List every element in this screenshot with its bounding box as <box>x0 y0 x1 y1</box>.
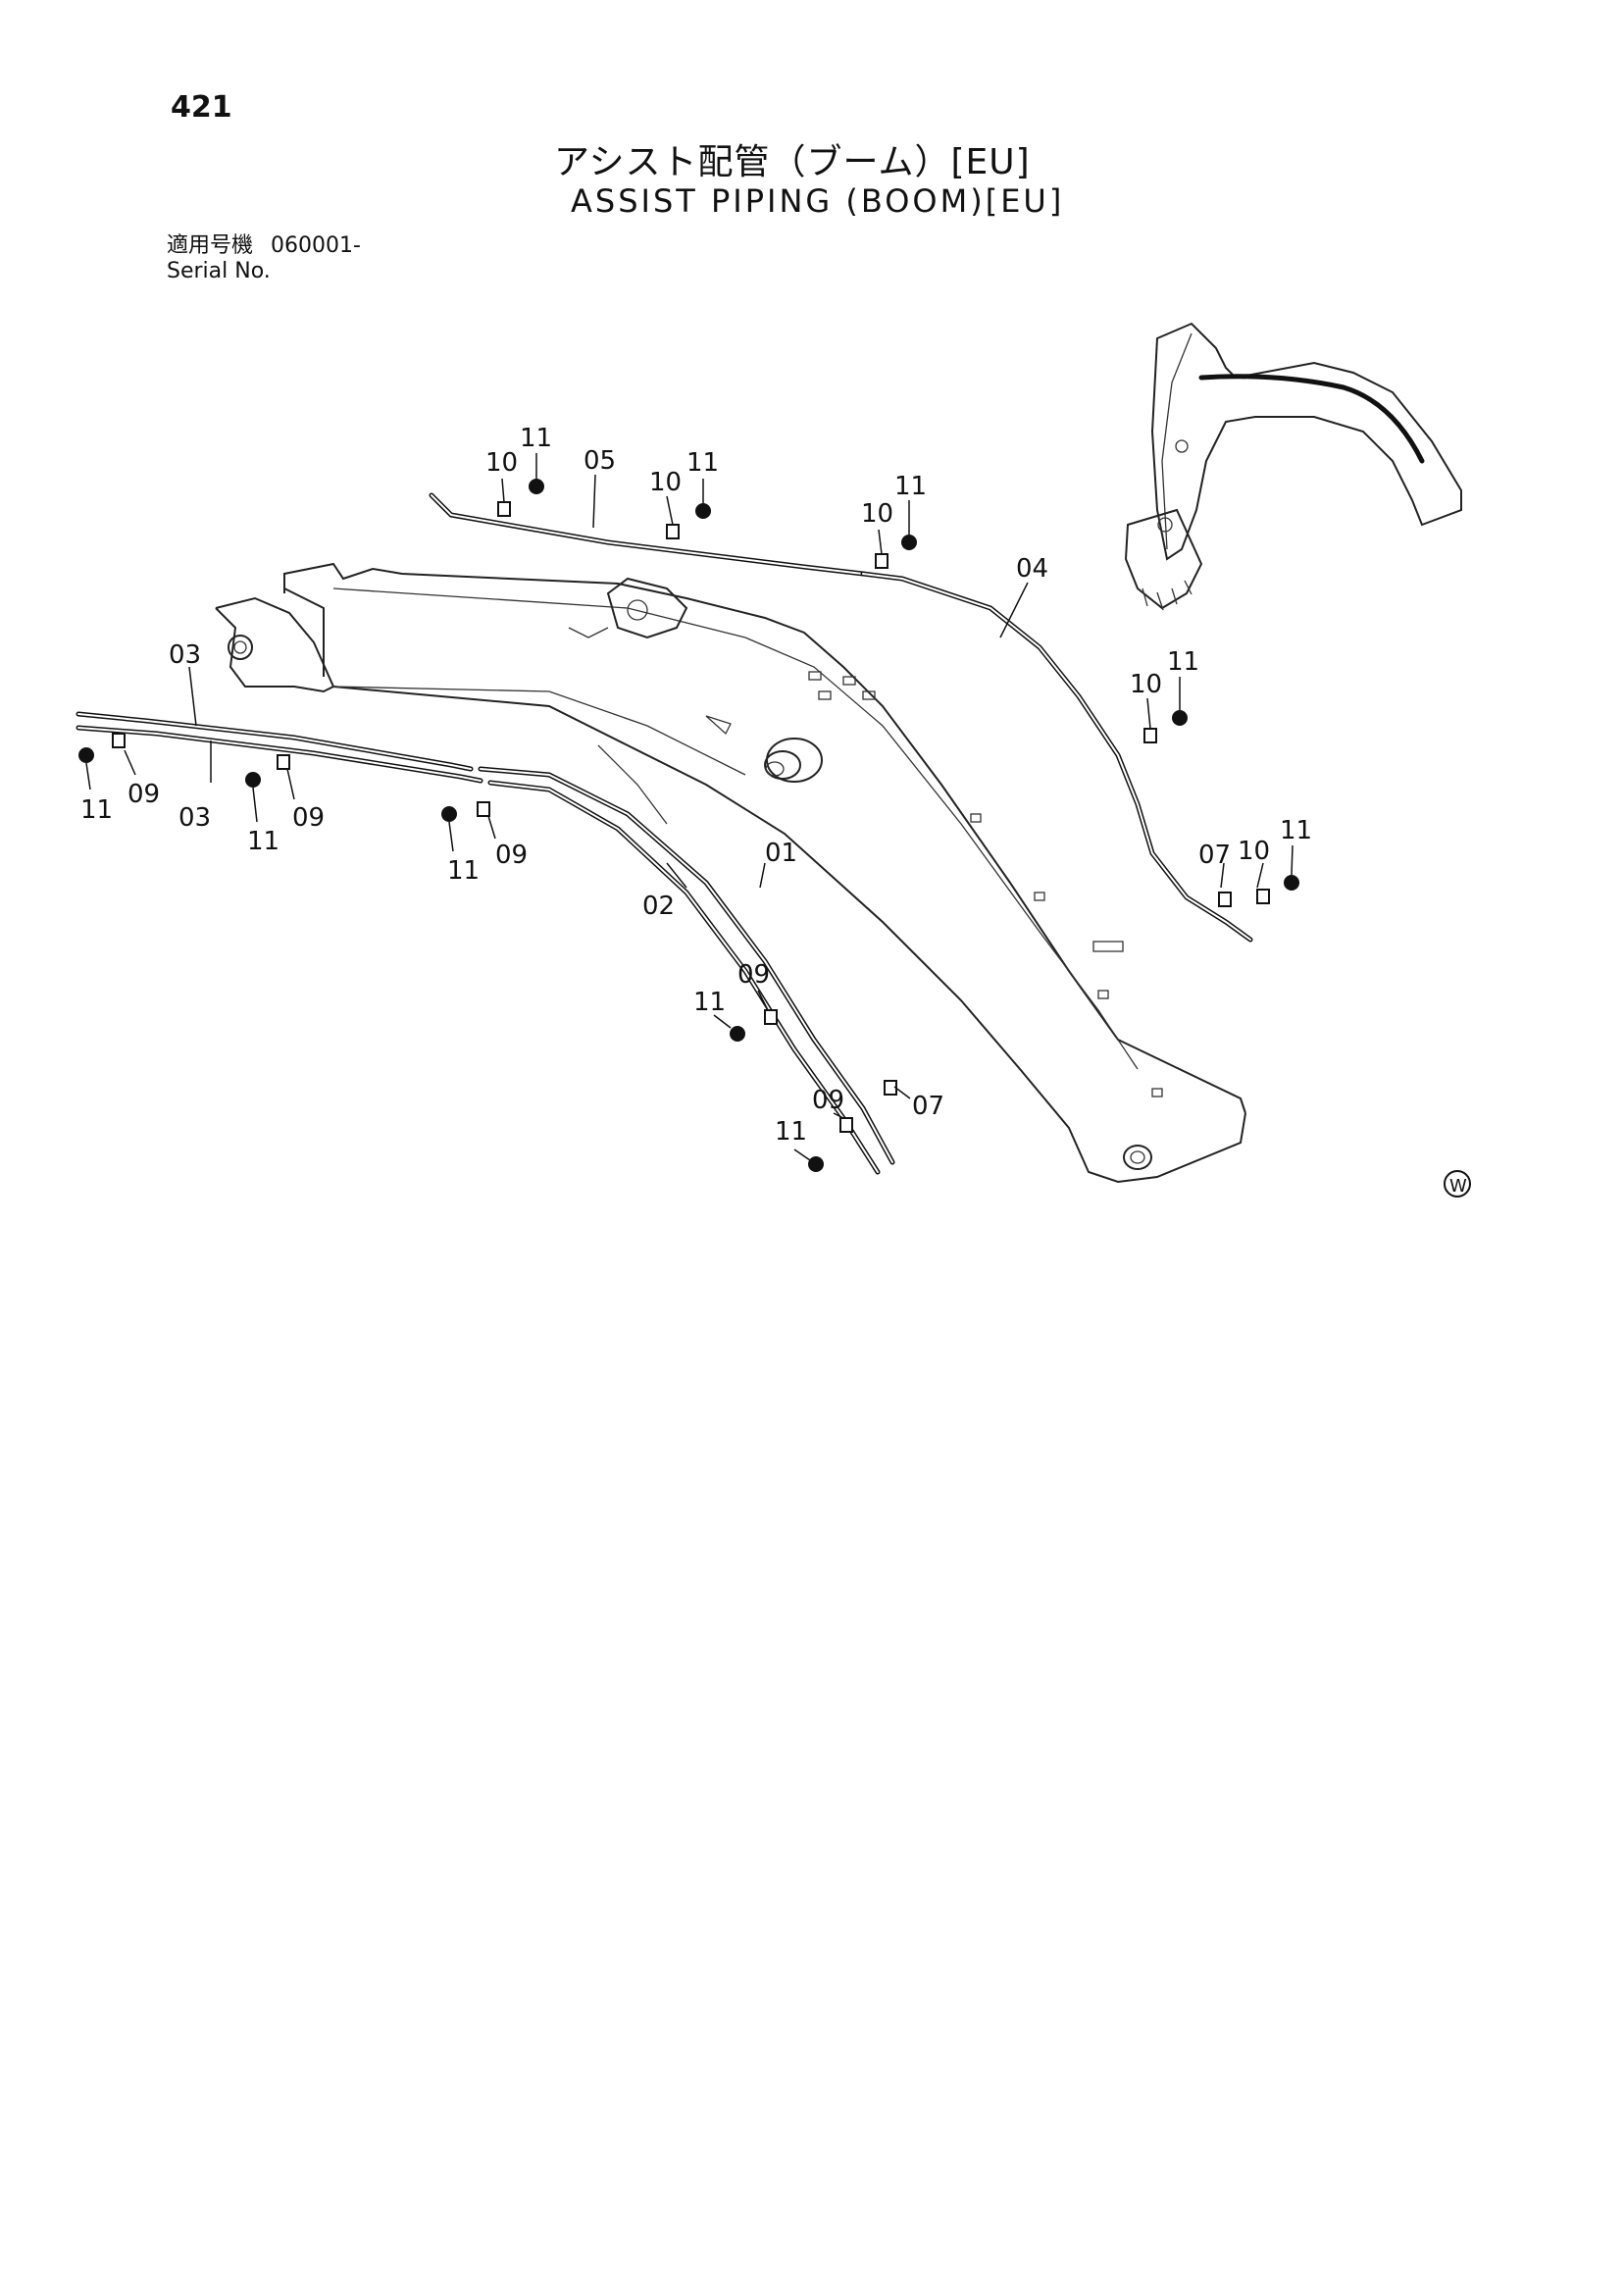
assist-piping-diagram: 11 10 05 10 11 10 11 04 03 11 09 03 11 0… <box>76 322 1471 1198</box>
serial-number-block: 適用号機 060001- Serial No. <box>167 233 361 284</box>
callout-labels: 11 10 05 10 11 10 11 04 03 11 09 03 11 0… <box>80 424 1312 1147</box>
clamps-and-bolts <box>78 479 1299 1172</box>
serial-label-english: Serial No. <box>167 259 271 283</box>
callout-label: 10 <box>485 448 518 478</box>
callout-label: 11 <box>693 988 726 1017</box>
excavator-inset-illustration <box>1124 322 1462 611</box>
callout-label: 11 <box>894 472 927 501</box>
page-number: 421 <box>171 90 232 125</box>
boom-body <box>215 562 1246 1184</box>
pipe-03-lower <box>76 725 483 784</box>
page-title-english: ASSIST PIPING (BOOM)[EU] <box>571 182 1065 220</box>
serial-label-japanese: 適用号機 <box>167 233 254 258</box>
callout-label: 09 <box>737 960 770 990</box>
callout-label: 11 <box>247 827 279 856</box>
callout-label: 10 <box>649 468 682 497</box>
callout-label: 10 <box>1238 837 1270 866</box>
callout-label: 03 <box>169 640 201 670</box>
callout-label: 11 <box>1280 816 1312 845</box>
callout-label: 10 <box>861 499 893 529</box>
pipe-03-upper <box>76 711 474 772</box>
pipe-01 <box>478 766 895 1165</box>
pipe-05 <box>429 492 866 577</box>
callout-label: 03 <box>178 803 211 833</box>
callout-label: 11 <box>775 1117 807 1147</box>
callout-label: 10 <box>1130 670 1162 699</box>
leader-lines <box>85 453 1294 1161</box>
mark-letter: W <box>1449 1176 1467 1197</box>
callout-label: 04 <box>1016 554 1048 584</box>
page-title-japanese: アシスト配管（ブーム）[EU] <box>554 142 1031 182</box>
callout-label: 09 <box>292 803 325 833</box>
pipe-02 <box>487 780 881 1175</box>
callout-label: 09 <box>127 780 160 809</box>
callout-label: 11 <box>686 448 719 478</box>
callout-label: 07 <box>912 1092 944 1121</box>
pipe-04 <box>860 571 1253 943</box>
callout-label: 11 <box>520 424 552 453</box>
serial-value: 060001- <box>271 233 361 258</box>
callout-label: 09 <box>495 841 528 870</box>
callout-label: 01 <box>765 839 797 868</box>
callout-label: 07 <box>1198 841 1231 870</box>
callout-label: 11 <box>1167 647 1199 677</box>
circled-w-mark: W <box>1444 1170 1471 1198</box>
callout-label: 11 <box>447 856 480 886</box>
callout-label: 02 <box>642 892 675 921</box>
callout-label: 11 <box>80 795 113 825</box>
callout-label: 09 <box>812 1086 844 1115</box>
callout-label: 05 <box>584 446 616 476</box>
